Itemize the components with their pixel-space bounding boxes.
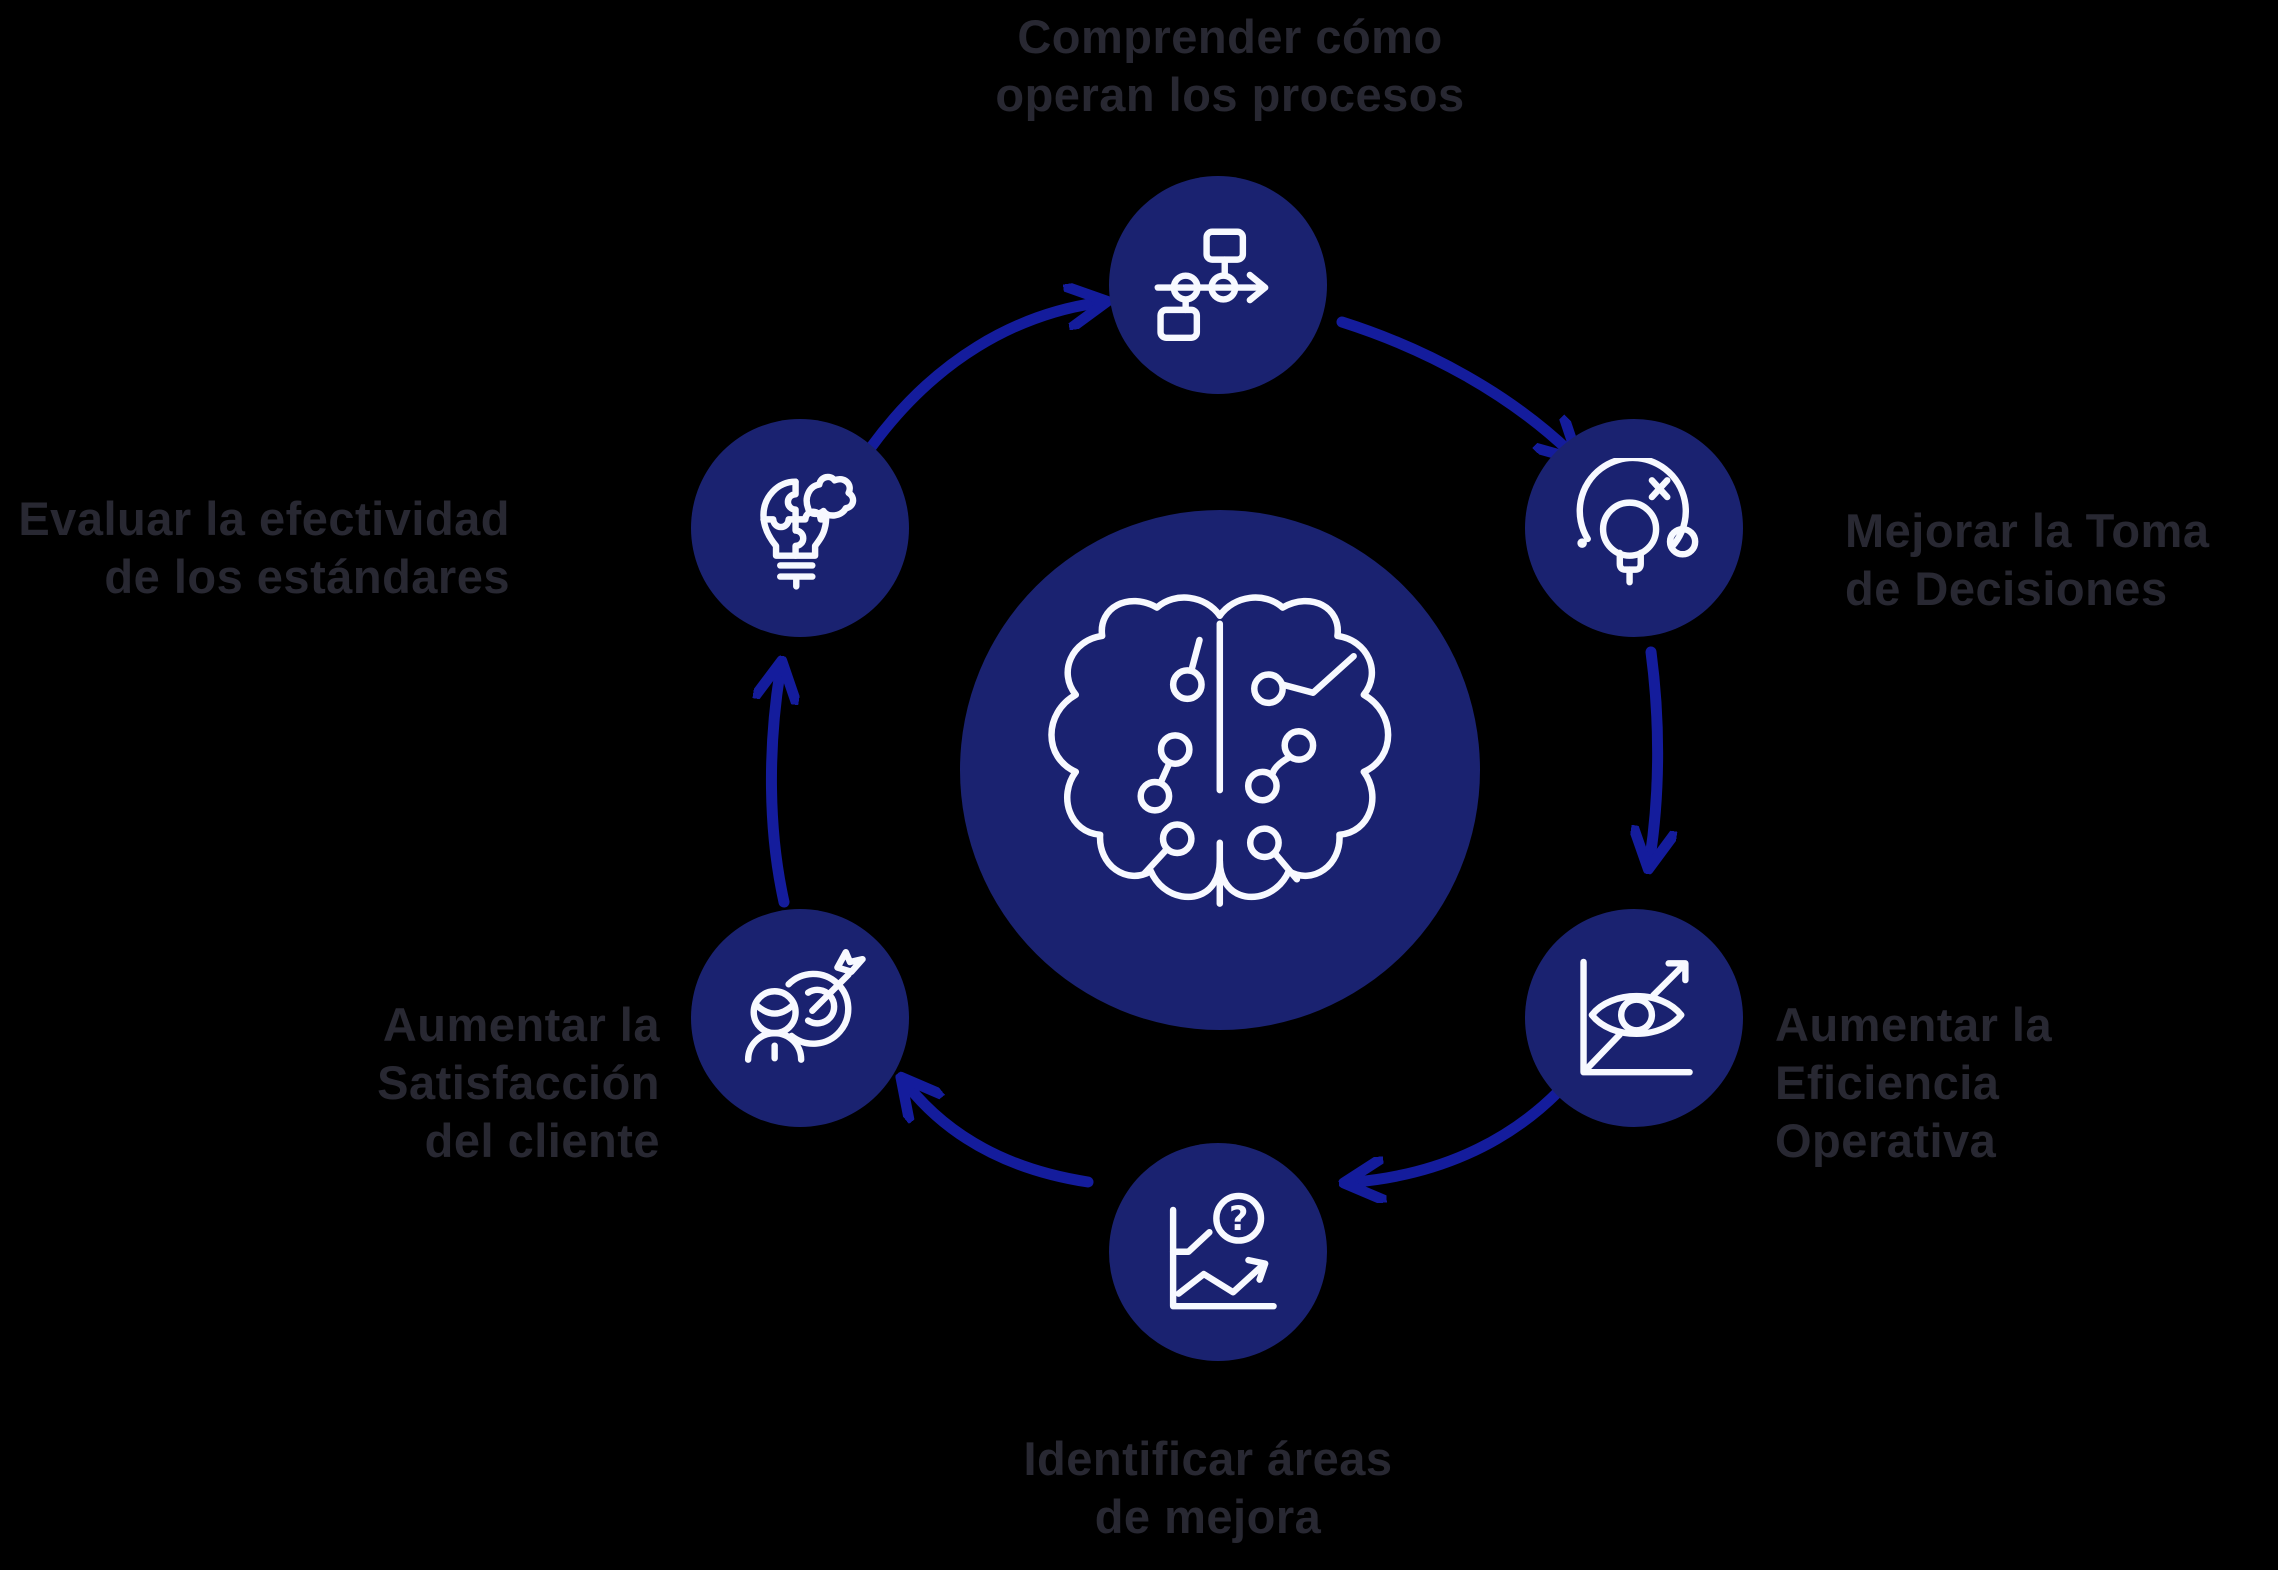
- arrow-eficiencia-to-mejora: [1355, 1086, 1564, 1182]
- node-cerebro: [960, 510, 1480, 1030]
- node-eficiencia: [1525, 909, 1743, 1127]
- node-satisfaccion: [691, 909, 909, 1127]
- label-line: Evaluar la efectividad: [18, 492, 510, 545]
- label-line: Aumentar la: [1775, 998, 2053, 1051]
- label-line: Identificar áreas: [1023, 1432, 1393, 1485]
- arrow-satisfaccion-to-efectividad: [771, 672, 784, 908]
- puzzle-bulb-icon: [760, 474, 857, 590]
- arrow-decisiones-to-eficiencia: [1650, 646, 1658, 858]
- label-line: de mejora: [1094, 1490, 1322, 1543]
- arrow-procesos-to-decisiones: [1336, 316, 1570, 452]
- node-mejora: ?: [1109, 1143, 1327, 1361]
- customer-target-icon: [745, 949, 866, 1064]
- flowchart-icon: [1154, 228, 1269, 342]
- label-line: Satisfacción: [377, 1056, 660, 1109]
- node-procesos: [1109, 176, 1327, 394]
- svg-text:?: ?: [1229, 1199, 1248, 1238]
- label-line: del cliente: [424, 1114, 660, 1167]
- brain-circuit-icon: [1048, 594, 1392, 908]
- idea-gauge-icon: [1576, 458, 1699, 586]
- label-procesos: Comprender cómo operan los procesos: [780, 8, 1680, 124]
- label-eficiencia: Aumentar la Eficiencia Operativa: [1775, 996, 2235, 1170]
- node-decisiones: [1525, 419, 1743, 637]
- chart-question-icon: ?: [1170, 1192, 1278, 1310]
- label-decisiones: Mejorar la Toma de Decisiones: [1845, 502, 2275, 618]
- node-efectividad: [691, 419, 909, 637]
- arrow-mejora-to-satisfaccion: [908, 1086, 1094, 1188]
- label-mejora: Identificar áreas de mejora: [908, 1430, 1508, 1546]
- label-line: Aumentar la: [382, 998, 660, 1051]
- label-satisfaccion: Aumentar la Satisfacción del cliente: [250, 996, 660, 1170]
- label-line: Mejorar la Toma: [1845, 504, 2210, 557]
- label-line: Comprender cómo: [1017, 10, 1443, 63]
- label-line: Operativa: [1775, 1114, 1997, 1167]
- label-efectividad: Evaluar la efectividad de los estándares: [15, 490, 510, 606]
- label-line: de los estándares: [104, 550, 510, 603]
- label-line: Eficiencia: [1775, 1056, 2000, 1109]
- vision-growth-icon: [1580, 958, 1694, 1076]
- label-line: operan los procesos: [995, 68, 1465, 121]
- label-line: de Decisiones: [1845, 562, 2168, 615]
- arrow-efectividad-to-procesos: [866, 303, 1096, 452]
